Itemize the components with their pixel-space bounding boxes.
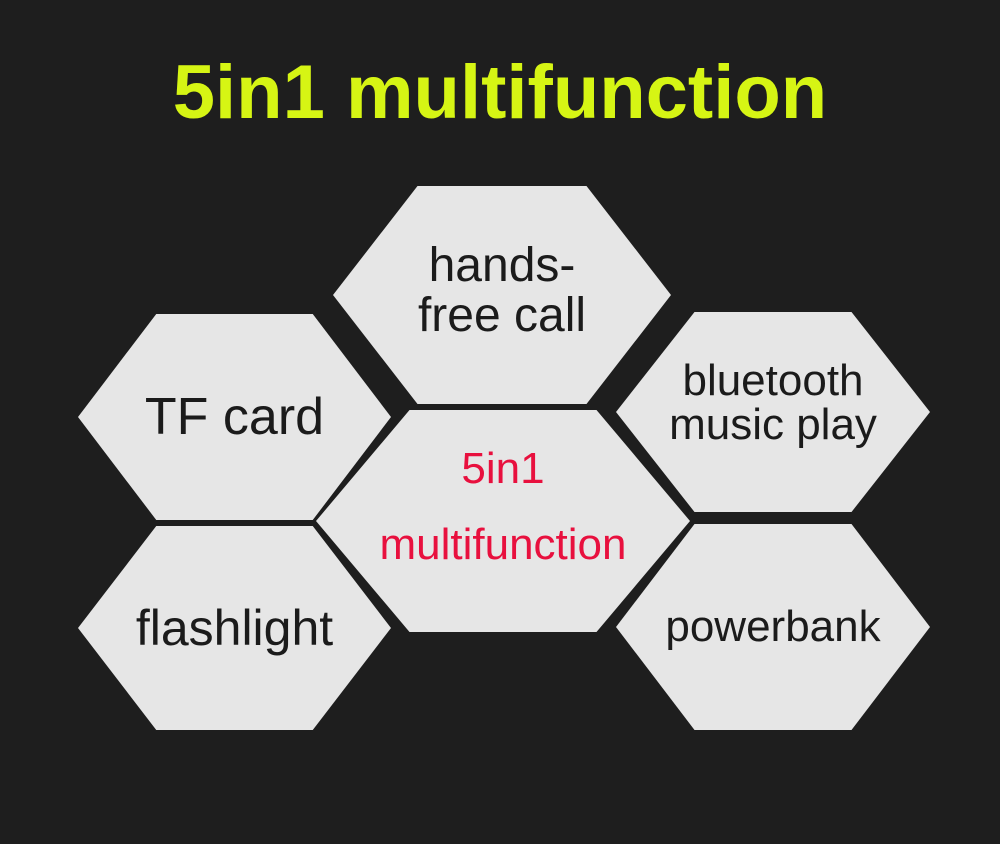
- hex-tf-card-label: TF card: [144, 388, 325, 446]
- hex-flashlight-label: flashlight: [135, 600, 334, 656]
- page-title: 5in1 multifunction: [172, 50, 828, 135]
- hex-bluetooth-line2: music play: [669, 400, 877, 449]
- hex-bluetooth-music-play: bluetooth music play: [616, 312, 930, 512]
- hex-center-label: 5in1 multifunction: [379, 431, 626, 583]
- hex-powerbank: powerbank: [616, 524, 930, 730]
- hex-flashlight: flashlight: [78, 526, 391, 730]
- hex-bluetooth-line1: bluetooth: [682, 356, 864, 405]
- hex-center-line1: 5in1: [461, 444, 545, 493]
- hex-hands-free-call-line1: hands-: [428, 239, 576, 292]
- hex-bluetooth-label: bluetooth music play: [669, 359, 877, 447]
- hex-center-5in1: 5in1 multifunction: [316, 410, 690, 632]
- hex-powerbank-label: powerbank: [665, 602, 881, 651]
- hex-center-line2: multifunction: [379, 520, 627, 569]
- hex-hands-free-call: hands- free call: [333, 186, 671, 404]
- hex-hands-free-call-label: hands- free call: [418, 241, 586, 341]
- hex-hands-free-call-line2: free call: [417, 289, 587, 342]
